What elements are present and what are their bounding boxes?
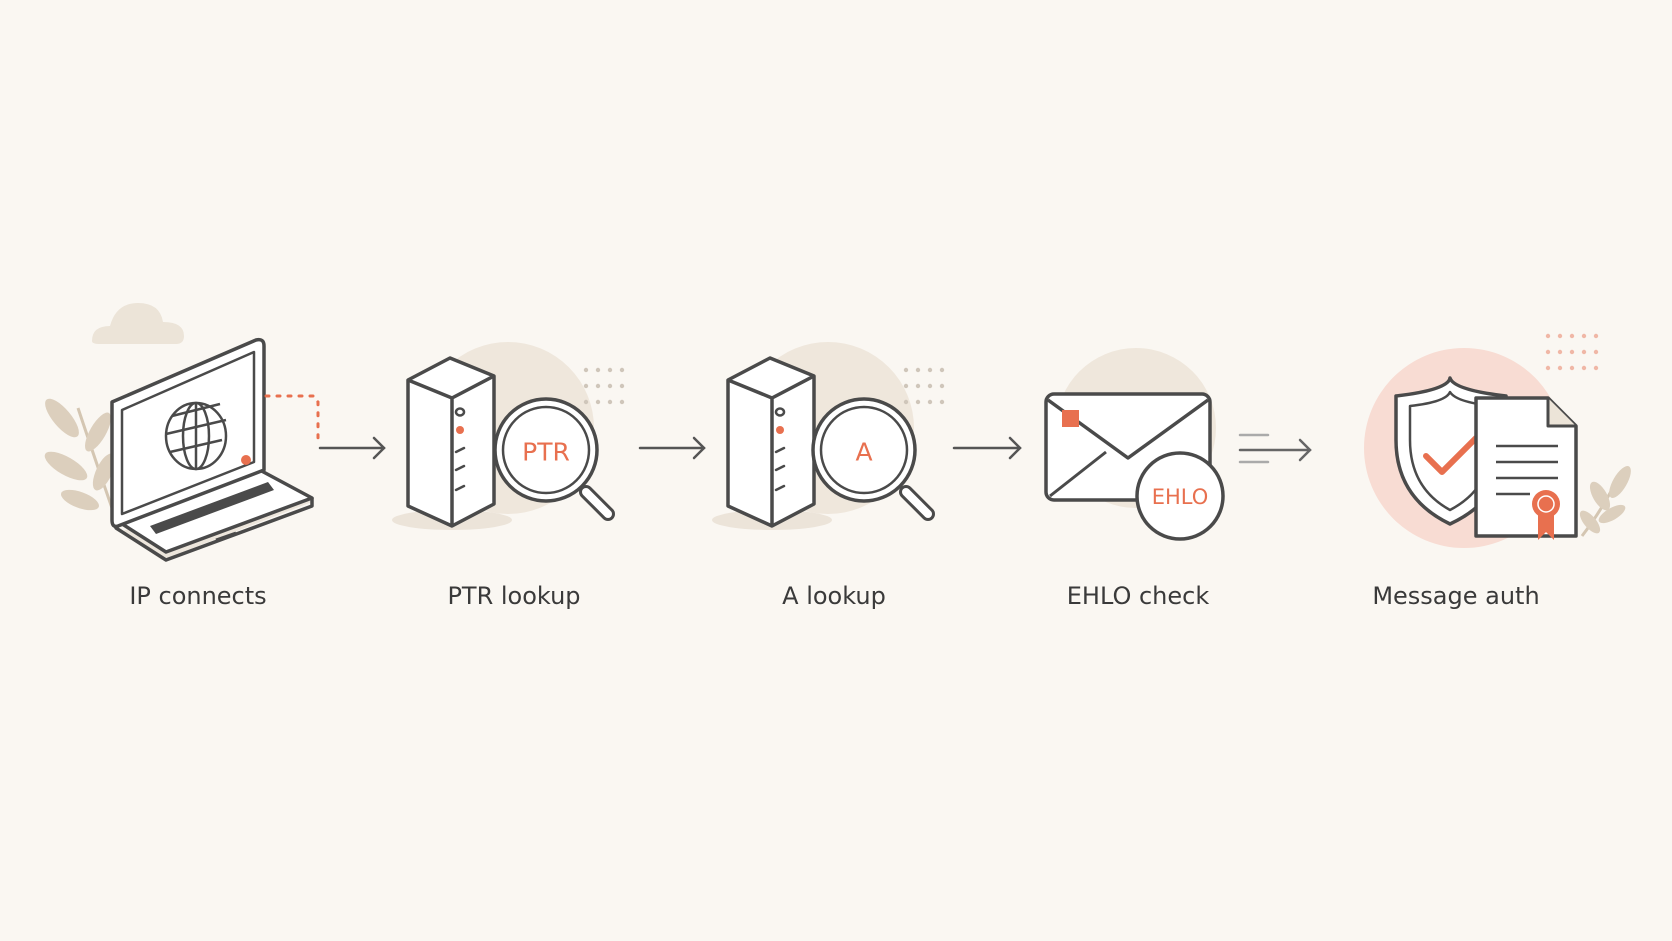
seal-icon: [1532, 490, 1560, 518]
dot-grid-decoration: [1545, 333, 1599, 371]
step-label-ip-connects: IP connects: [129, 582, 267, 610]
arrow-4: [1238, 433, 1312, 464]
magnifier-icon: PTR: [493, 397, 615, 521]
leaf-branch-icon: [1579, 466, 1631, 537]
step-label-ptr-lookup: PTR lookup: [447, 582, 581, 610]
a-badge: A: [855, 438, 872, 467]
shield-check-certificate-icon: [1364, 333, 1631, 548]
stamp-icon: [1062, 410, 1079, 427]
server-magnifier-icon: PTR: [392, 342, 625, 530]
step-label-ehlo-check: EHLO check: [1066, 582, 1210, 610]
dot-grid-decoration: [903, 367, 945, 405]
ptr-badge: PTR: [522, 438, 570, 467]
arrow-2: [638, 436, 706, 460]
check-icon: [1423, 435, 1479, 475]
cloud-icon: [92, 303, 184, 344]
status-dot-icon: [241, 455, 251, 465]
ehlo-badge: EHLO: [1152, 485, 1209, 509]
ribbon-icon: [1538, 512, 1554, 540]
laptop-globe-icon: [44, 303, 320, 562]
arrow-3: [952, 436, 1022, 460]
step-label-message-auth: Message auth: [1372, 582, 1540, 610]
magnifier-icon: A: [811, 397, 935, 521]
dotted-connector: [264, 394, 320, 440]
server-magnifier-icon: A: [712, 342, 945, 530]
arrow-1: [318, 436, 386, 460]
globe-icon: [164, 401, 228, 471]
leaf-branch-icon: [44, 398, 116, 511]
step-label-a-lookup: A lookup: [782, 582, 886, 610]
envelope-icon: EHLO: [1044, 348, 1225, 541]
certificate-icon: [1474, 396, 1578, 540]
dot-grid-decoration: [583, 367, 625, 405]
